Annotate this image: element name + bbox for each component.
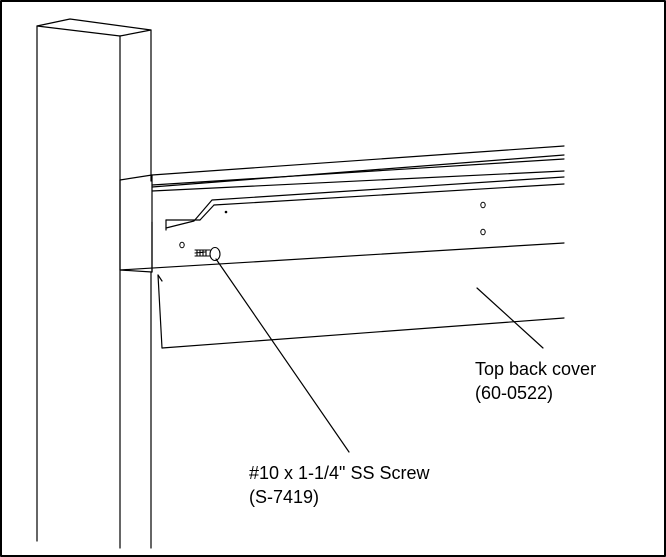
mounting-hole xyxy=(224,210,228,214)
screw-name-label: #10 x 1-1/4" SS Screw xyxy=(249,463,430,483)
top-rail xyxy=(119,145,565,273)
vertical-post xyxy=(36,18,152,549)
screw-icon xyxy=(194,246,221,262)
screw-part-number: (S-7419) xyxy=(249,487,320,507)
cover-callout: Top back cover (60-0522) xyxy=(475,357,596,405)
cover-name-label: Top back cover xyxy=(475,359,597,379)
screw-leader-line xyxy=(215,258,350,453)
mounting-hole xyxy=(480,228,486,236)
cover-part-number: (60-0522) xyxy=(475,383,554,403)
screw-callout: #10 x 1-1/4" SS Screw (S-7419) xyxy=(249,461,429,509)
top-back-cover xyxy=(157,274,565,349)
mounting-hole xyxy=(480,201,486,209)
mounting-hole xyxy=(179,241,185,249)
cover-leader-line xyxy=(476,287,544,349)
